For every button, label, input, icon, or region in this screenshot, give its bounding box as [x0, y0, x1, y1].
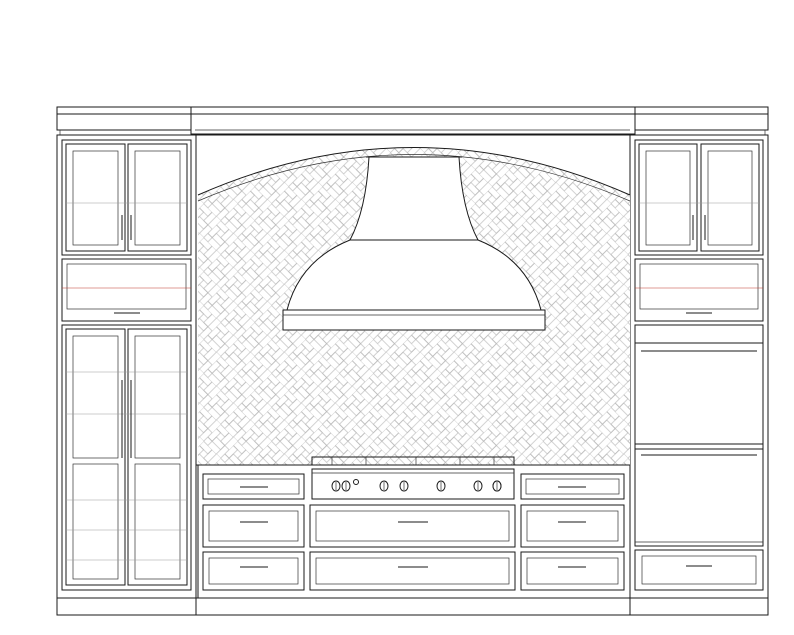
base-drawer [202, 473, 305, 500]
base-drawer [520, 473, 625, 500]
right-upper-door-right [700, 143, 760, 252]
left-pantry-door-left [65, 328, 126, 586]
left-pantry-door-right [127, 328, 188, 586]
right-upper-door-left [638, 143, 698, 252]
range-grates [311, 456, 515, 466]
left-drawer-panel [61, 258, 192, 322]
range-drawer [309, 504, 516, 548]
right-tall-cabinet [629, 134, 769, 616]
range-hood [282, 156, 546, 331]
range-drawer [309, 551, 516, 591]
upper-oven-door [634, 342, 764, 445]
right-drawer-panel [634, 258, 764, 322]
base-cabinets [196, 464, 631, 599]
base-drawer [202, 504, 305, 548]
crown-molding [56, 106, 769, 135]
range-indicator-light [353, 479, 359, 485]
left-upper-door-right [127, 143, 188, 252]
left-upper-door-left [65, 143, 126, 252]
base-drawer [520, 504, 625, 548]
lower-oven-door [634, 448, 764, 547]
left-tall-cabinet [56, 134, 197, 616]
double-wall-oven [634, 324, 764, 547]
cooktop [311, 456, 515, 500]
base-drawer [520, 551, 625, 591]
base-drawer [202, 551, 305, 591]
range-control-panel [311, 468, 515, 500]
range-knobs [331, 479, 502, 492]
right-base-drawer [634, 549, 764, 591]
